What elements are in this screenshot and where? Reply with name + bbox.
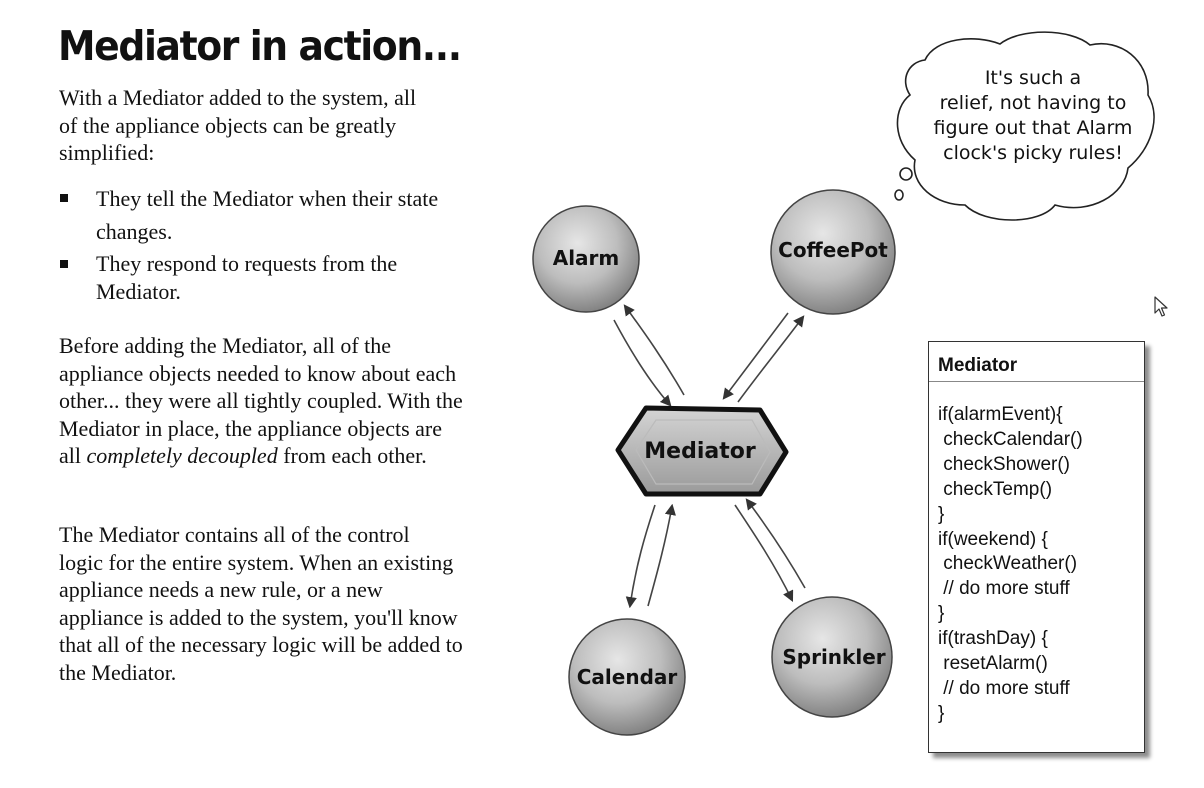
arrow-mediator-to-alarm bbox=[623, 304, 685, 396]
intro-paragraph: With a Mediator added to the system, all… bbox=[59, 85, 417, 165]
decoupled-emphasis: completely decoupled bbox=[86, 443, 278, 468]
bullet-text: They tell the Mediator when their state … bbox=[96, 186, 439, 244]
node-label: CoffeePot bbox=[778, 238, 888, 262]
list-item: They tell the Mediator when their state … bbox=[59, 182, 489, 248]
node-label: Alarm bbox=[553, 246, 620, 270]
hub-label: Mediator bbox=[644, 439, 756, 464]
arrow-calendar-to-mediator bbox=[647, 503, 676, 607]
arrow-mediator-to-sprinkler bbox=[734, 504, 794, 603]
node-label: Calendar bbox=[577, 665, 678, 689]
square-bullet-icon bbox=[60, 194, 68, 202]
mediator-code: if(alarmEvent){ checkCalendar() checkSho… bbox=[938, 404, 1083, 724]
bullet-text: They respond to requests from the Mediat… bbox=[96, 251, 398, 304]
coupling-text-after: from each other. bbox=[277, 443, 427, 468]
arrow-alarm-to-mediator bbox=[613, 319, 672, 407]
mouse-pointer-icon bbox=[1154, 296, 1168, 317]
node-coffeepot: CoffeePot bbox=[770, 189, 896, 315]
node-calendar: Calendar bbox=[568, 618, 686, 736]
arrow-mediator-to-calendar bbox=[625, 504, 656, 609]
benefit-list: They tell the Mediator when their state … bbox=[59, 182, 489, 305]
coupling-text-before: Before adding the Mediator, all of the a… bbox=[59, 333, 463, 468]
node-sprinkler: Sprinkler bbox=[771, 596, 893, 718]
list-item: They respond to requests from the Mediat… bbox=[59, 248, 489, 305]
page-title: Mediator in action... bbox=[58, 22, 462, 70]
mediator-hub: Mediator bbox=[615, 405, 789, 497]
node-label: Sprinkler bbox=[782, 645, 885, 669]
arrow-mediator-to-coffeepot bbox=[737, 315, 805, 403]
thought-bubble-text: It's such a relief, not having to figure… bbox=[933, 67, 1133, 164]
control-logic-paragraph: The Mediator contains all of the control… bbox=[59, 522, 463, 685]
square-bullet-icon bbox=[60, 260, 68, 268]
mediator-box-title: Mediator bbox=[929, 342, 1144, 382]
mediator-code-box: Mediator if(alarmEvent){ checkCalendar()… bbox=[928, 341, 1145, 753]
arrow-sprinkler-to-mediator bbox=[745, 498, 806, 589]
coupling-paragraph: Before adding the Mediator, all of the a… bbox=[59, 332, 499, 470]
node-alarm: Alarm bbox=[532, 205, 640, 313]
thought-bubble bbox=[894, 31, 1155, 221]
connection-arrows bbox=[613, 304, 806, 609]
arrow-coffeepot-to-mediator bbox=[722, 312, 789, 400]
